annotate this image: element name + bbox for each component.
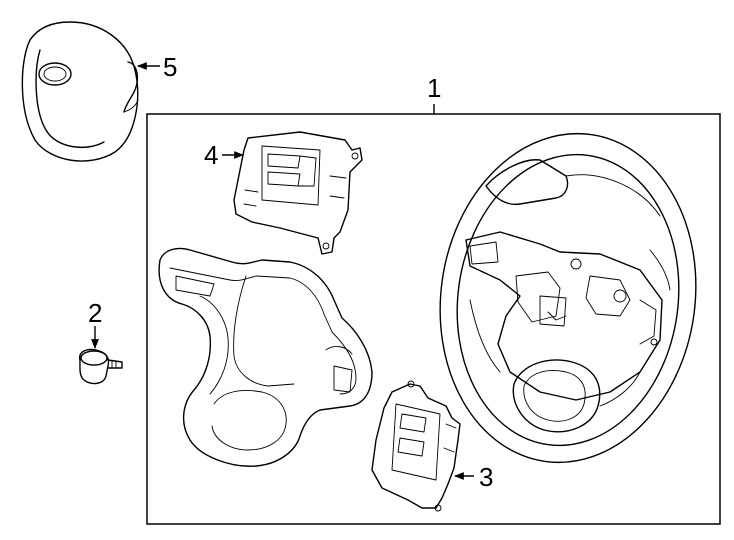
callout-1: 1 [427, 73, 441, 103]
bolt [79, 348, 123, 385]
upper-switch-module [233, 131, 363, 255]
steering-wheel [439, 132, 697, 464]
steering-wheel-bezel [158, 247, 373, 467]
callout-3: 3 [479, 462, 493, 492]
callout-4: 4 [204, 140, 218, 170]
callout-2: 2 [88, 298, 102, 328]
airbag-module [21, 21, 139, 162]
callout-5: 5 [163, 52, 177, 82]
lower-switch-module [371, 380, 461, 512]
